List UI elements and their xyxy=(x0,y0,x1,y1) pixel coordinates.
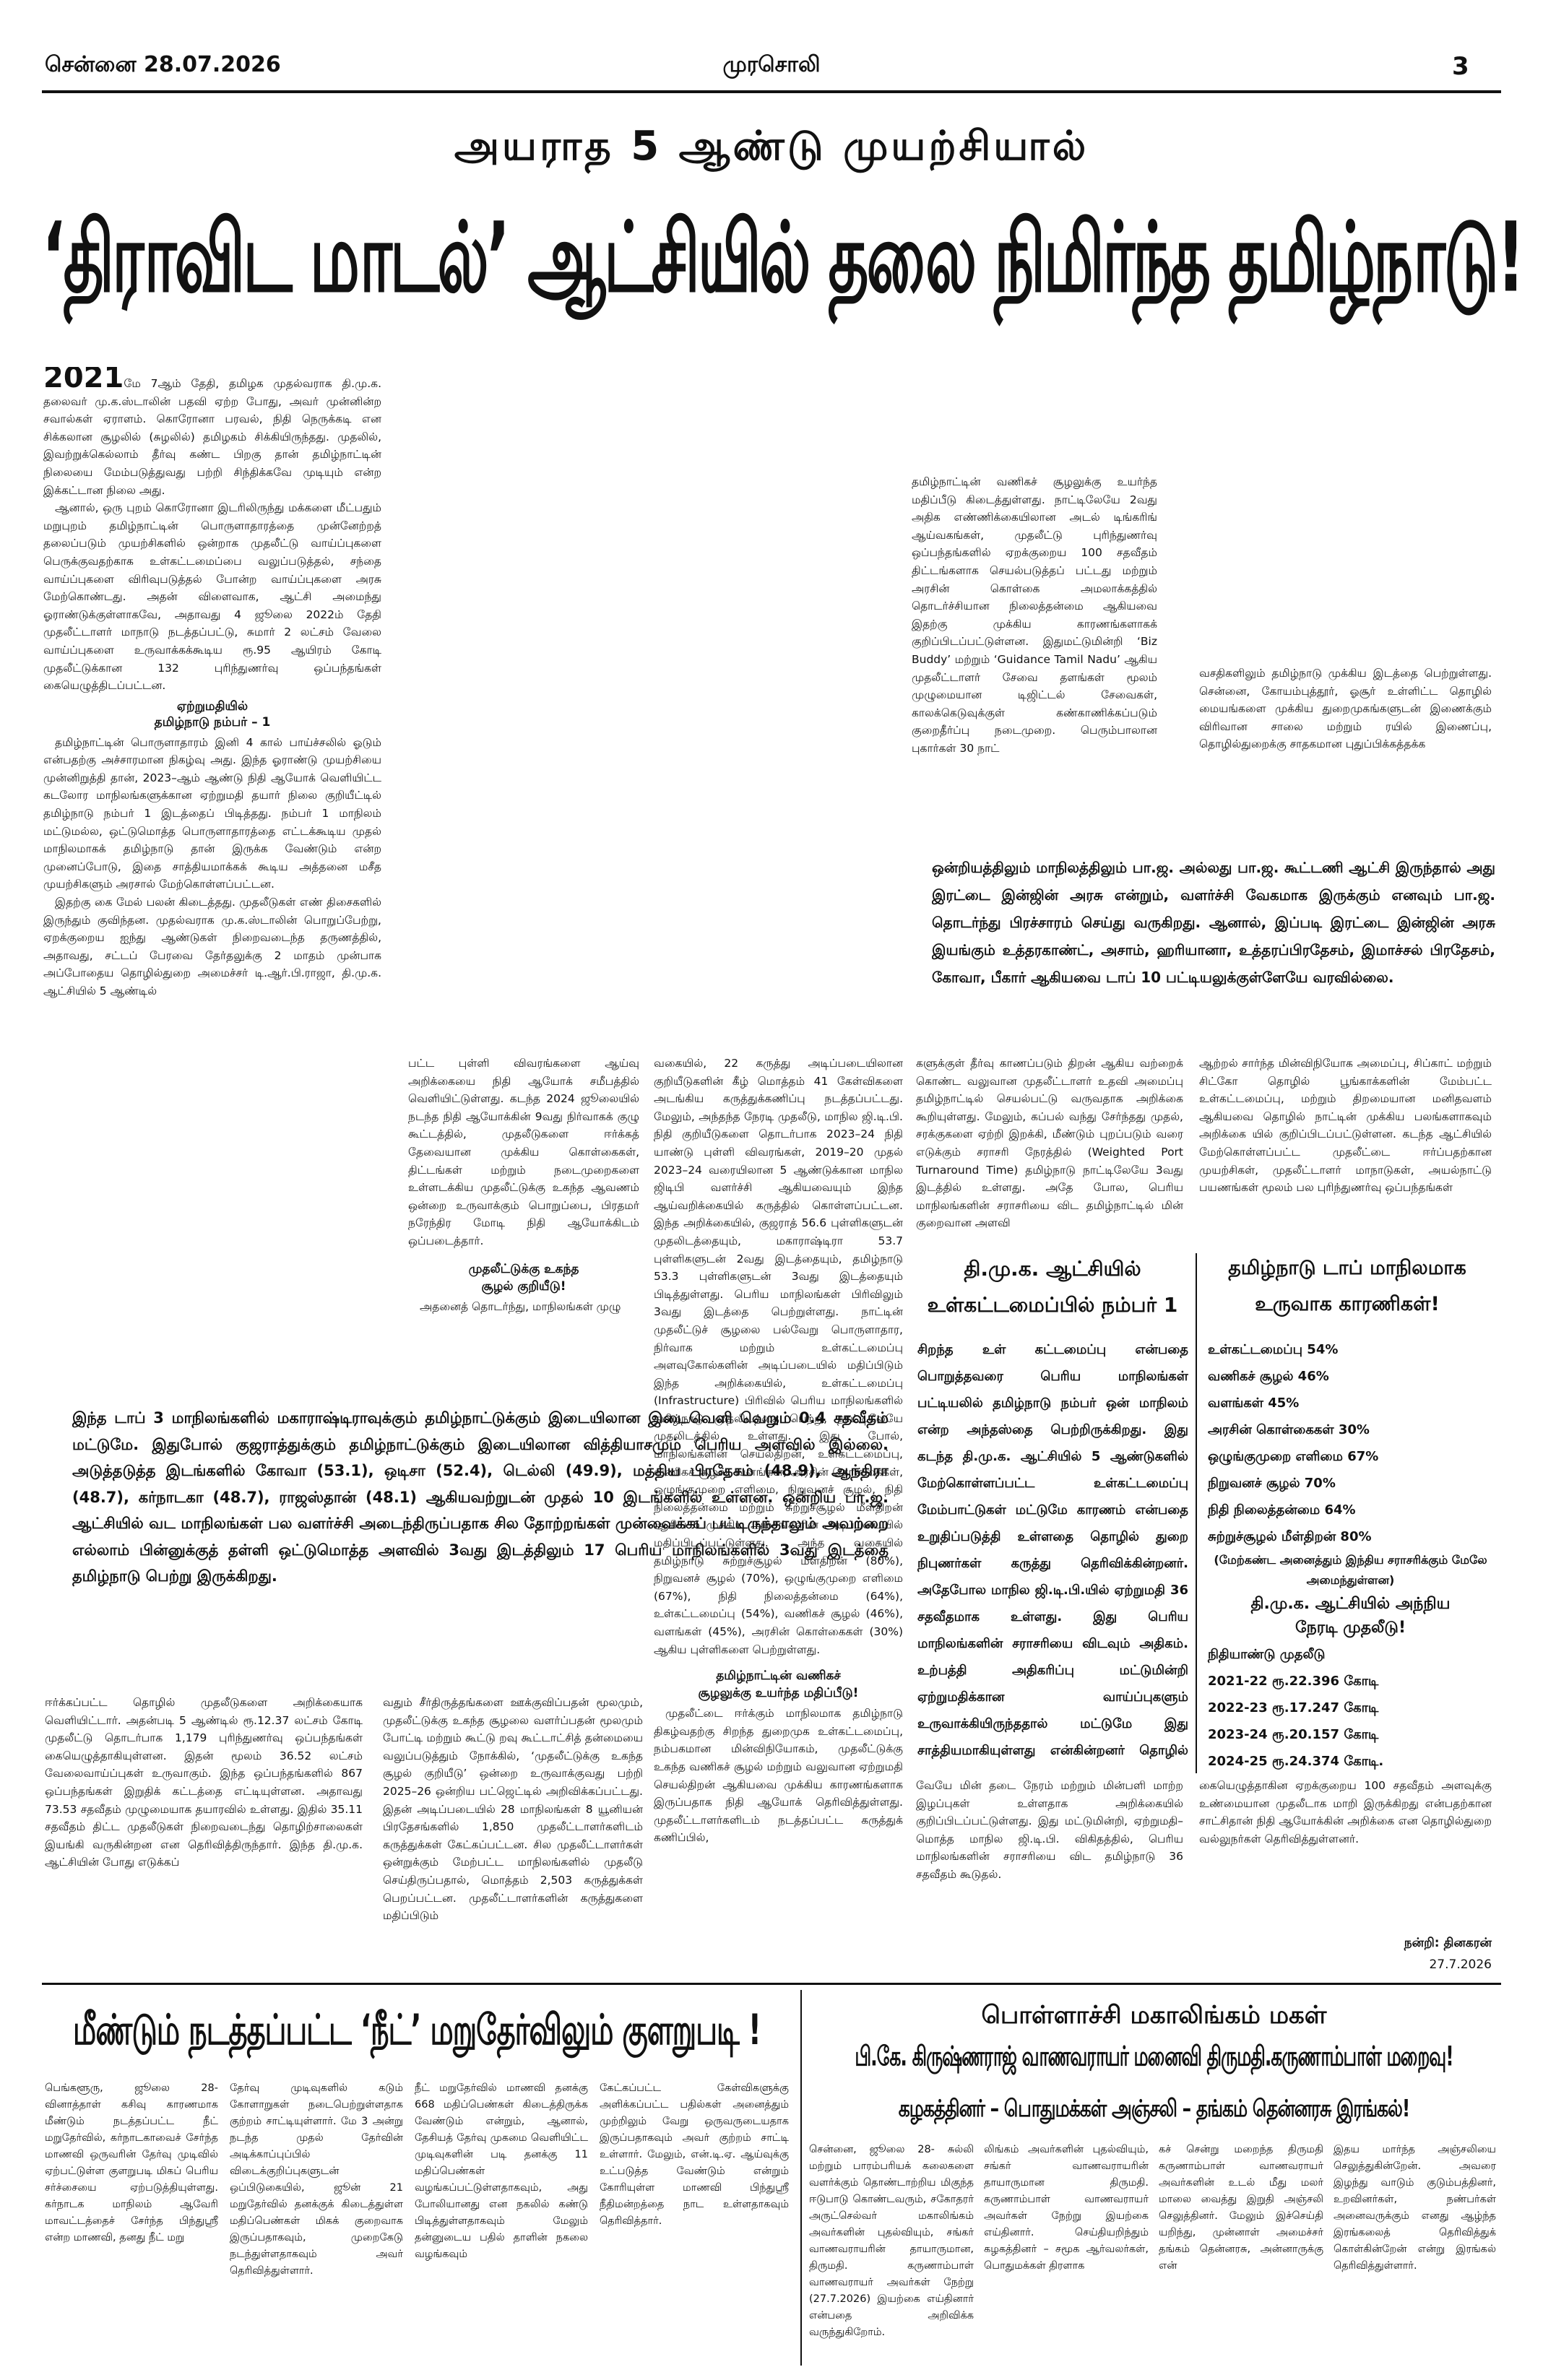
lower-col2: வதும் சீர்திருத்தங்களை ஊக்குவிப்பதன் மூல… xyxy=(383,1694,643,1979)
bottom-vertical-divider xyxy=(800,1990,802,2366)
lower-col5: கையெழுத்தாகின ஏறக்குறைய 100 சதவீதம் அளவு… xyxy=(1199,1777,1492,1921)
col1-subhead-2: தமிழ்நாடு நம்பர் – 1 xyxy=(154,714,271,730)
main-headline: ‘திராவிட மாடல்’ ஆட்சியில் தலை நிமிர்ந்த … xyxy=(42,202,1525,314)
col2-text2: அதனைத் தொடர்ந்து, மாநிலங்கள் முழு xyxy=(420,1299,621,1313)
infra-box-title-1: தி.மு.க. ஆட்சியில் xyxy=(964,1257,1141,1281)
neet-col1-text: பெங்களூரு, ஜூலை 28- வினாத்தாள் கசிவு கார… xyxy=(45,2082,218,2243)
col1-text4: இதற்கு கை மேல் பலன் கிடைத்தது. முதலீடுகள… xyxy=(43,896,381,998)
col2-subhead-1: முதலீட்டுக்கு உகந்த xyxy=(468,1261,579,1276)
factor-item: சுற்றுச்சூழல் மீள்திறன் 80% xyxy=(1208,1529,1372,1544)
paper-name: முரசொலி xyxy=(722,52,821,77)
col1-subhead-1: ஏற்றுமதியில் xyxy=(176,698,248,714)
factor-item: உள்கட்டமைப்பு 54% xyxy=(1208,1342,1339,1357)
main-colB: வசதிகளிலும் தமிழ்நாடு முக்கிய இடத்தை பெற… xyxy=(1199,665,1492,795)
credit-date: 27.7.2026 xyxy=(1429,1957,1492,1972)
col4-text: களுக்குள் தீர்வு காணப்படும் திறன் ஆகிய வ… xyxy=(916,1057,1183,1230)
main-colA: தமிழ்நாட்டின் வணிகச் சூழலுக்கு உயர்ந்த ம… xyxy=(912,473,1157,776)
obit-col1-text: சென்னை, ஜூலை 28- சுல்லி மற்றும் பாரம்பரி… xyxy=(809,2144,974,2338)
fdi-title-2: நேரடி முதலீடு! xyxy=(1295,1619,1406,1637)
fdi-header: நிதியாண்டு முதலீடு xyxy=(1208,1647,1326,1662)
obit-col2-text: லிங்கம் அவர்களின் புதல்வியும், சங்கர் வா… xyxy=(984,2144,1149,2272)
main-col3: வகையில், 22 கருத்து அடிப்படையிலான குறியீ… xyxy=(654,1055,903,1939)
fdi-row: 2022-23 ரூ.17.247 கோடி xyxy=(1208,1700,1379,1715)
col1-text2: ஆனால், ஒரு புறம் கொரோனா இடரிலிருந்து மக்… xyxy=(43,501,381,693)
credit: நன்றி: தினகரன் xyxy=(1404,1936,1492,1950)
obit-col2: லிங்கம் அவர்களின் புதல்வியும், சங்கர் வா… xyxy=(984,2142,1149,2369)
top3-box: இந்த டாப் 3 மாநிலங்களில் மகாராஷ்டிராவுக்… xyxy=(72,1405,889,1679)
factor-item: ஒழுங்குமுறை எளிமை 67% xyxy=(1208,1449,1379,1464)
obit-col4-text: இதய மார்ந்த அஞ்சலியை செலுத்துகின்றேன். அ… xyxy=(1334,2144,1496,2272)
factors-box-divider xyxy=(1196,1253,1197,1773)
factors-box-title-1: தமிழ்நாடு டாப் மாநிலமாக xyxy=(1228,1257,1466,1279)
infra-box-body: சிறந்த உள் கட்டமைப்பு என்பதை பொறுத்தவரை … xyxy=(917,1342,1188,1758)
factor-item: நிறுவனச் சூழல் 70% xyxy=(1208,1476,1336,1491)
obit-col3-text: கச் சென்று மறைந்த திருமதி கருணாம்பாள் வா… xyxy=(1159,2144,1323,2272)
lower-col4: வேயே மின் தடை நேரம் மற்றும் மின்பளி மாற்… xyxy=(916,1777,1183,1979)
col3-text: வகையில், 22 கருத்து அடிப்படையிலான குறியீ… xyxy=(654,1057,903,1656)
top3-box-text: இந்த டாப் 3 மாநிலங்களில் மகாராஷ்டிராவுக்… xyxy=(72,1409,889,1585)
masthead-rule xyxy=(42,90,1501,93)
main-col2: பட்ட புள்ளி விவரங்களை ஆய்வு அறிக்கையை நி… xyxy=(408,1055,639,1416)
bottom-divider xyxy=(42,1983,1501,1985)
fdi-row: 2023-24 ரூ.20.157 கோடி xyxy=(1208,1727,1379,1742)
factors-list: உள்கட்டமைப்பு 54% வணிகச் சூழல் 46% வளங்க… xyxy=(1208,1336,1493,1775)
neet-col2: தேர்வு முடிவுகளில் கடும் கோளாறுகள் நடைபெ… xyxy=(230,2080,403,2369)
factor-item: நிதி நிலைத்தன்மை 64% xyxy=(1208,1502,1356,1518)
obit-col4: இதய மார்ந்த அஞ்சலியை செலுத்துகின்றேன். அ… xyxy=(1334,2142,1496,2369)
neet-col2-text: தேர்வு முடிவுகளில் கடும் கோளாறுகள் நடைபெ… xyxy=(230,2082,403,2277)
obit-subhead: கழகத்தினர் – பொதுமக்கள் அஞ்சலி – தங்கம் … xyxy=(898,2095,1411,2122)
fdi-row: 2024-25 ரூ.24.374 கோடி. xyxy=(1208,1754,1384,1769)
lower-col1: ஈர்க்கப்பட்ட தொழில் முதலீடுகளை அறிக்கையா… xyxy=(45,1694,363,1979)
factor-item: வணிகச் சூழல் 46% xyxy=(1208,1369,1329,1384)
colB-text: வசதிகளிலும் தமிழ்நாடு முக்கிய இடத்தை பெற… xyxy=(1199,667,1492,751)
obit-col3: கச் சென்று மறைந்த திருமதி கருணாம்பாள் வா… xyxy=(1159,2142,1323,2369)
col3-text2: முதலீட்டை ஈர்க்கும் மாநிலமாக தமிழ்நாடு த… xyxy=(654,1707,903,1845)
neet-col4-text: கேட்கப்பட்ட கேள்விகளுக்கு அளிக்கப்பட்ட ப… xyxy=(600,2082,789,2227)
obit-kicker: பொள்ளாச்சி மகாலிங்கம் மகள் xyxy=(981,2001,1327,2030)
infra-box-text: சிறந்த உள் கட்டமைப்பு என்பதை பொறுத்தவரை … xyxy=(917,1336,1188,1770)
col3-subhead-1: தமிழ்நாட்டின் வணிகச் xyxy=(716,1669,841,1684)
fdi-title-1: தி.மு.க. ஆட்சியில் அந்நிய xyxy=(1250,1595,1451,1613)
col2-subhead-2: சூழல் குறியீடு! xyxy=(481,1278,566,1294)
date-line: சென்னை 28.07.2026 xyxy=(45,52,281,77)
double-engine-text: ஒன்றியத்திலும் மாநிலத்திலும் பா.ஜ. அல்லத… xyxy=(932,859,1495,986)
lower-col1-text: ஈர்க்கப்பட்ட தொழில் முதலீடுகளை அறிக்கையா… xyxy=(45,1696,363,1869)
double-engine-box: ஒன்றியத்திலும் மாநிலத்திலும் பா.ஜ. அல்லத… xyxy=(932,854,1495,1042)
fdi-row: 2021-22 ரூ.22.396 கோடி xyxy=(1208,1674,1379,1689)
col1-text: மே 7ஆம் தேதி, தமிழக முதல்வராக தி.மு.க. த… xyxy=(43,377,381,497)
obit-col1: சென்னை, ஜூலை 28- சுல்லி மற்றும் பாரம்பரி… xyxy=(809,2142,974,2369)
page-number: 3 xyxy=(1452,52,1469,81)
neet-headline: மீண்டும் நடத்தப்பட்ட ‘நீட்’ மறுதேர்விலும… xyxy=(73,2007,761,2055)
col3-subhead-2: சூழலுக்கு உயர்ந்த மதிப்பீடு! xyxy=(698,1686,859,1701)
lead-year: 2021 xyxy=(43,367,124,394)
neet-col3-text: நீட் மறுதேர்வில் மாணவி தனக்கு 668 மதிப்ப… xyxy=(415,2082,588,2260)
neet-col4: கேட்கப்பட்ட கேள்விகளுக்கு அளிக்கப்பட்ட ப… xyxy=(600,2080,789,2369)
main-col5: ஆற்றல் சார்ந்த மின்விநியோக அமைப்பு, சிப்… xyxy=(1199,1055,1492,1239)
factor-item: வளங்கள் 45% xyxy=(1208,1395,1300,1411)
lower-col4-text: வேயே மின் தடை நேரம் மற்றும் மின்பளி மாற்… xyxy=(916,1779,1183,1881)
obit-headline: பி.கே. கிருஷ்ணராஜ் வாணவராயர் மனைவி திரும… xyxy=(855,2041,1453,2072)
neet-col1: பெங்களூரு, ஜூலை 28- வினாத்தாள் கசிவு கார… xyxy=(45,2080,218,2369)
factor-item: அரசின் கொள்கைகள் 30% xyxy=(1208,1422,1370,1437)
lower-col2-text: வதும் சீர்திருத்தங்களை ஊக்குவிப்பதன் மூல… xyxy=(383,1696,643,1923)
col2-text: பட்ட புள்ளி விவரங்களை ஆய்வு அறிக்கையை நி… xyxy=(408,1057,639,1247)
main-col4: களுக்குள் தீர்வு காணப்படும் திறன் ஆகிய வ… xyxy=(916,1055,1183,1239)
neet-col3: நீட் மறுதேர்வில் மாணவி தனக்கு 668 மதிப்ப… xyxy=(415,2080,588,2369)
colA-text: தமிழ்நாட்டின் வணிகச் சூழலுக்கு உயர்ந்த ம… xyxy=(912,475,1157,755)
main-col1: 2021மே 7ஆம் தேதி, தமிழக முதல்வராக தி.மு.… xyxy=(43,367,381,1400)
col1-text3: தமிழ்நாட்டின் பொருளாதாரம் இனி 4 கால் பாய… xyxy=(43,735,381,891)
main-kicker: அயராத 5 ஆண்டு முயற்சியால் xyxy=(454,123,1089,170)
factors-box-title-2: உருவாக காரணிகள்! xyxy=(1255,1293,1440,1315)
lower-col5-text: கையெழுத்தாகின ஏறக்குறைய 100 சதவீதம் அளவு… xyxy=(1199,1779,1492,1845)
factors-note: (மேற்கண்ட அனைத்தும் இந்திய சராசரிக்கும் … xyxy=(1214,1553,1487,1587)
infra-box-title-2: உள்கட்டமைப்பில் நம்பர் 1 xyxy=(927,1293,1178,1317)
col5-text: ஆற்றல் சார்ந்த மின்விநியோக அமைப்பு, சிப்… xyxy=(1199,1057,1492,1195)
